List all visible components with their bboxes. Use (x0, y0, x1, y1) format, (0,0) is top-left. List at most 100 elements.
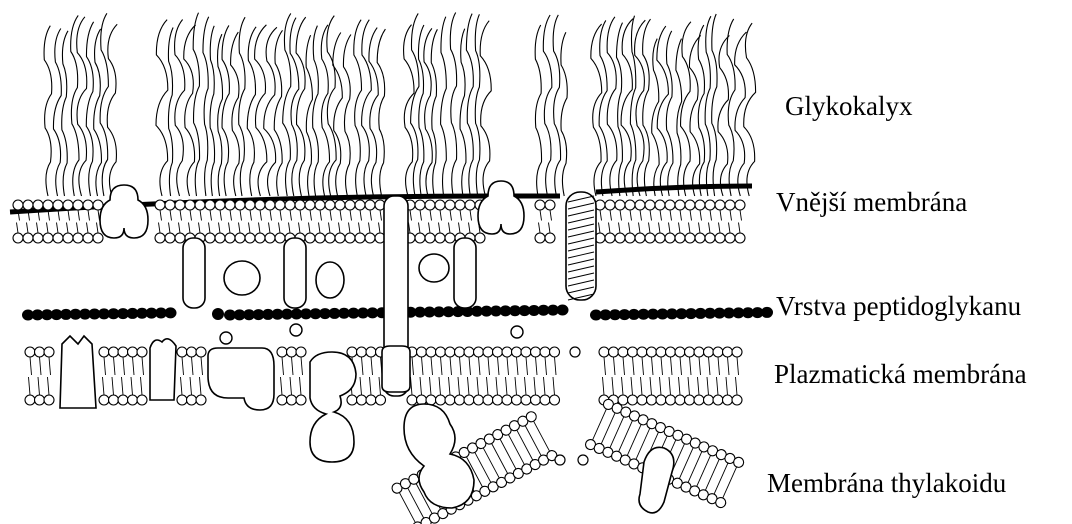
lipid-tail (68, 210, 70, 221)
lipid-tail (300, 210, 302, 221)
lipid-head (43, 200, 53, 210)
lipid-head (555, 455, 565, 465)
lipid-head (550, 395, 560, 405)
lipid-head (347, 347, 357, 357)
lipid-tail (477, 377, 479, 395)
lipid-tail (282, 357, 284, 375)
lipid-head (63, 233, 73, 243)
glycocalyx-fiber (274, 30, 282, 196)
lipid-tail (370, 377, 372, 395)
lipid-tail (517, 357, 519, 375)
lipid-tail (458, 377, 460, 395)
lipid-head (445, 395, 455, 405)
lipid-tail (740, 210, 742, 221)
lipid-tail (633, 357, 635, 375)
glycocalyx-fiber (480, 21, 491, 196)
lipid-head (665, 200, 675, 210)
lipid-head (265, 233, 275, 243)
lipid-tail (526, 357, 528, 375)
lipid-tail (30, 357, 32, 375)
lipid-tail (661, 357, 663, 375)
glycocalyx-fiber (77, 17, 87, 196)
lipid-tail (550, 210, 552, 221)
lipid-tail (470, 210, 472, 221)
lipid-tail (679, 223, 681, 234)
lipid-tail (736, 377, 738, 395)
lipid-tail (650, 210, 652, 221)
lipid-tail (159, 223, 161, 234)
thylakoid-protein (639, 447, 674, 513)
lipid-head (415, 200, 425, 210)
glycocalyx-fiber (193, 13, 199, 196)
lipid-tail (507, 357, 509, 375)
lipid-head (175, 233, 185, 243)
lipid-tail (642, 357, 644, 375)
lipid-head (474, 395, 484, 405)
lipid-head (723, 395, 733, 405)
periplasmic-protein-rod (454, 238, 476, 308)
lipid-head (445, 233, 455, 243)
glycocalyx-fiber (107, 24, 117, 196)
lipid-tail (300, 377, 302, 395)
lipid-head (225, 233, 235, 243)
outer-membrane-porin (478, 181, 524, 234)
lipid-tail (620, 210, 622, 221)
glycocalyx-fiber (321, 25, 329, 196)
lipid-head (599, 347, 609, 357)
lipid-tail (629, 223, 631, 234)
lipid-head (315, 233, 325, 243)
lipid-tail (369, 223, 371, 234)
lipid-tail (114, 357, 116, 375)
channel-protein (150, 339, 176, 400)
lipid-head (705, 200, 715, 210)
lipid-tail (210, 210, 212, 221)
glycocalyx-fiber (156, 20, 168, 196)
lipid-tail (649, 223, 651, 234)
lipid-tail (483, 447, 500, 479)
lipid-head (645, 233, 655, 243)
lipid-tail (469, 223, 471, 234)
lipid-head (618, 347, 628, 357)
lipid-head (704, 347, 714, 357)
lipid-tail (660, 210, 662, 221)
lipid-tail (430, 377, 432, 395)
lipid-tail (37, 223, 39, 234)
lipid-tail (614, 357, 616, 375)
small-vesicle (290, 324, 302, 336)
glycocalyx-fiber (62, 31, 68, 196)
lipid-tail (269, 223, 271, 234)
lipid-tail (525, 377, 527, 395)
lipid-head (713, 347, 723, 357)
lipid-head (578, 455, 588, 465)
lipid-tail (340, 210, 342, 221)
lipid-tail (200, 377, 202, 395)
lipid-head (628, 395, 638, 405)
periplasmic-vesicle (316, 262, 344, 298)
lipid-tail (710, 210, 712, 221)
lipid-head (725, 200, 735, 210)
lipid-tail (609, 223, 611, 234)
glycocalyx-fiber (705, 16, 711, 196)
lipid-tail (670, 210, 672, 221)
lipid-head (475, 233, 485, 243)
lipid-tail (362, 357, 364, 375)
lipid-head (436, 395, 446, 405)
lipid-head (275, 233, 285, 243)
lipid-tail (640, 210, 642, 221)
lipid-head (656, 395, 666, 405)
glycocalyx-fiber (712, 14, 717, 196)
glycocalyx-fiber (222, 25, 229, 196)
lipid-head (187, 395, 197, 405)
lipid-tail (709, 223, 711, 234)
lipid-head (715, 200, 725, 210)
lipid-tail (449, 377, 451, 395)
lipid-head (695, 233, 705, 243)
lipid-tail (371, 357, 373, 375)
lipid-tail (496, 377, 498, 395)
lipid-tail (619, 223, 621, 234)
lipid-head (455, 395, 465, 405)
lipid-head (615, 200, 625, 210)
lipid-head (735, 233, 745, 243)
lipid-head (205, 200, 215, 210)
lipid-head (445, 347, 455, 357)
